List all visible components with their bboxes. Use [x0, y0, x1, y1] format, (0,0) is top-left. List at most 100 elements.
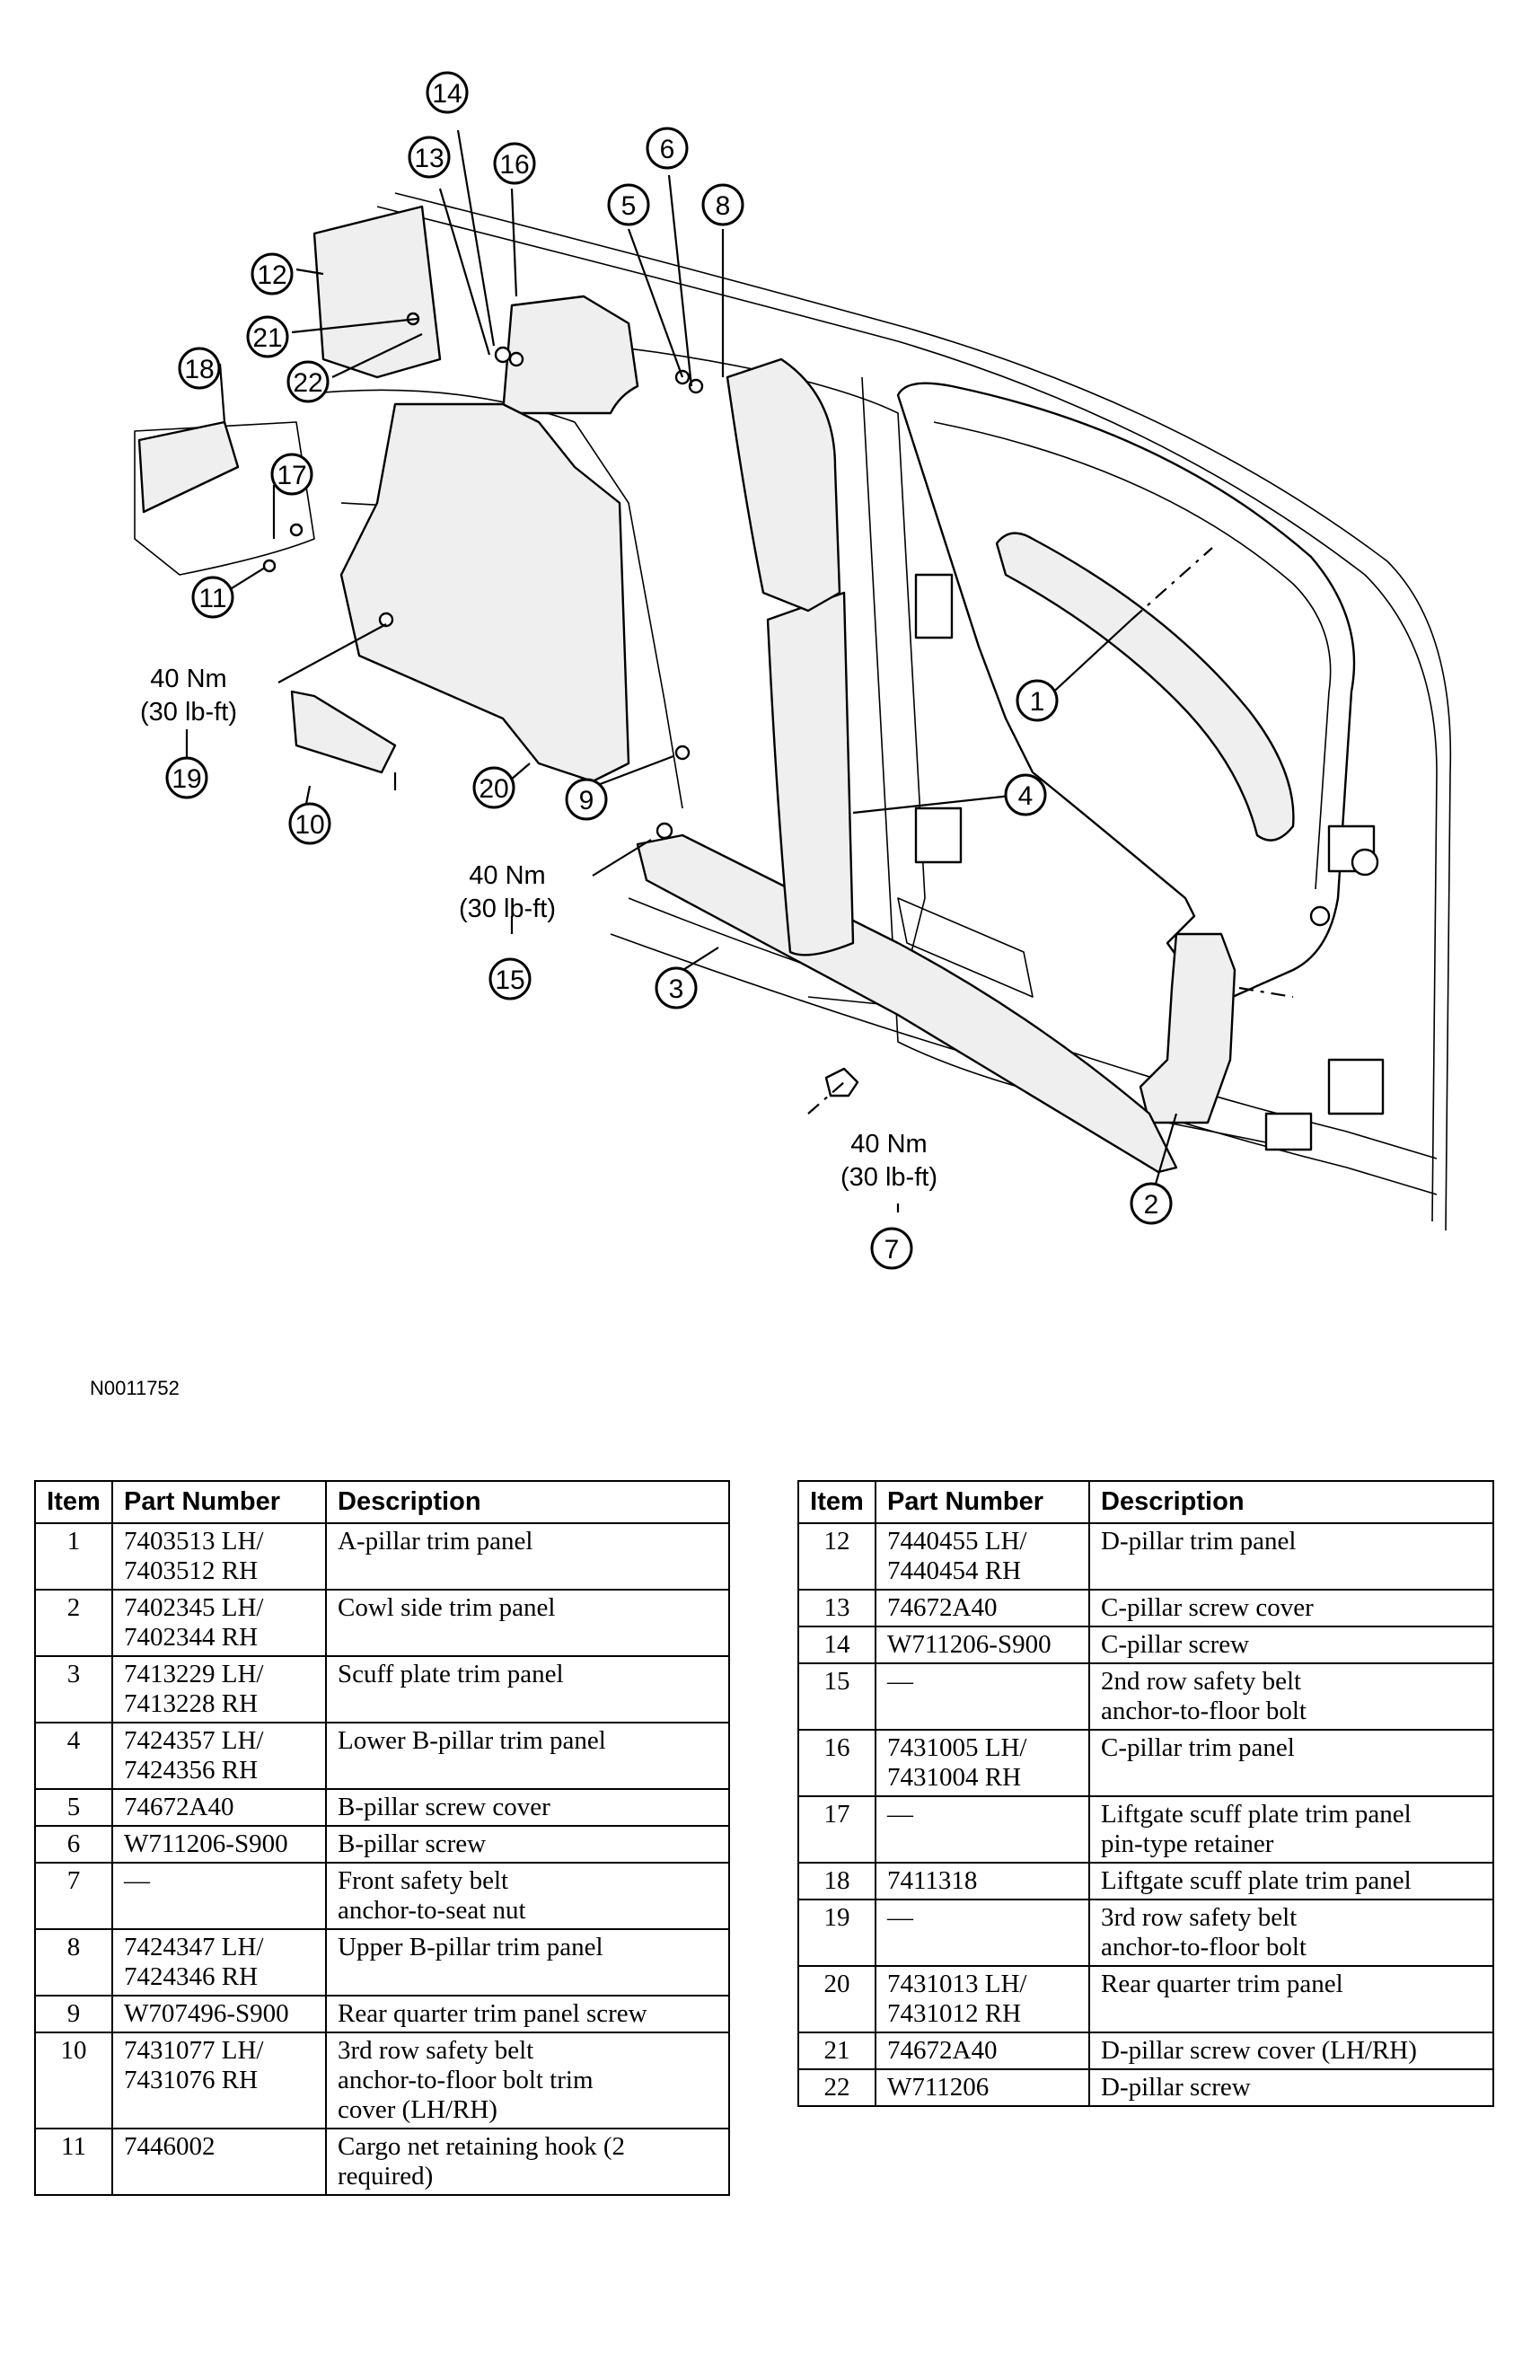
svg-text:40 Nm: 40 Nm [850, 1130, 927, 1159]
svg-text:18: 18 [184, 355, 214, 384]
callout-17: 17 [270, 453, 313, 496]
d-pillar-trim-panel [312, 205, 442, 379]
item-cell: 11 [34, 2128, 113, 2196]
svg-text:22: 22 [293, 368, 322, 398]
description-cell: C-pillar screw cover [1088, 1589, 1494, 1627]
torque-7: 40 Nm (30 lb-ft) [840, 1130, 937, 1192]
table-row: 17—Liftgate scuff plate trim panel pin-t… [797, 1795, 1494, 1864]
svg-text:7: 7 [884, 1235, 900, 1265]
torque-15: 40 Nm (30 lb-ft) [459, 861, 556, 923]
item-cell: 14 [797, 1626, 876, 1664]
description-cell: Liftgate scuff plate trim panel [1088, 1862, 1494, 1900]
item-cell: 12 [797, 1522, 876, 1591]
description-cell: Lower B-pillar trim panel [325, 1722, 730, 1790]
part-number-cell: W711206-S900 [111, 1825, 327, 1864]
part-number-cell: — [875, 1795, 1090, 1864]
belt-bolt-trim-cover [290, 690, 397, 774]
part-number-cell: 7446002 [111, 2128, 327, 2196]
callout-4: 4 [1004, 773, 1047, 816]
svg-text:15: 15 [495, 965, 524, 995]
description-cell: C-pillar trim panel [1088, 1729, 1494, 1797]
svg-text:9: 9 [579, 786, 594, 815]
svg-text:4: 4 [1018, 781, 1034, 811]
item-cell: 20 [797, 1965, 876, 2033]
svg-text:21: 21 [252, 323, 282, 353]
item-cell: 17 [797, 1795, 876, 1864]
description-cell: B-pillar screw cover [325, 1788, 730, 1827]
part-number-cell: 74672A40 [875, 1589, 1090, 1627]
lower-b-pillar-trim-panel [766, 591, 855, 956]
item-cell: 1 [34, 1522, 113, 1591]
part-number-cell: W711206 [875, 2068, 1090, 2107]
callout-19: 19 [165, 756, 208, 799]
fasteners [262, 312, 859, 1097]
header-description: Description [1088, 1480, 1494, 1524]
header-part-number: Part Number [875, 1480, 1090, 1524]
header-item: Item [797, 1480, 876, 1524]
description-cell: Rear quarter trim panel [1088, 1965, 1494, 2033]
svg-text:(30 lb-ft): (30 lb-ft) [459, 895, 556, 923]
callout-1: 1 [1016, 679, 1059, 722]
leader-lines [218, 129, 1294, 1212]
callout-6: 6 [646, 127, 689, 170]
part-number-cell: 7424347 LH/ 7424346 RH [111, 1928, 327, 1997]
description-cell: Front safety belt anchor-to-seat nut [325, 1862, 730, 1930]
callout-18: 18 [178, 347, 221, 390]
description-cell: D-pillar screw [1088, 2068, 1494, 2107]
item-cell: 9 [34, 1995, 113, 2033]
part-number-cell: — [875, 1899, 1090, 1967]
item-cell: 19 [797, 1899, 876, 1967]
liftgate-scuff-plate [137, 420, 240, 514]
callout-13: 13 [408, 136, 451, 179]
table-row: 19—3rd row safety belt anchor-to-floor b… [797, 1899, 1494, 1967]
svg-text:16: 16 [499, 150, 529, 180]
item-cell: 22 [797, 2068, 876, 2107]
item-cell: 10 [34, 2032, 113, 2129]
svg-text:19: 19 [172, 764, 201, 794]
callout-8: 8 [701, 183, 744, 226]
part-number-cell: 7431077 LH/ 7431076 RH [111, 2032, 327, 2129]
part-number-cell: 7440455 LH/ 7440454 RH [875, 1522, 1090, 1591]
svg-text:(30 lb-ft): (30 lb-ft) [140, 698, 237, 727]
part-number-cell: 7431013 LH/ 7431012 RH [875, 1965, 1090, 2033]
part-number-cell: 74672A40 [875, 2032, 1090, 2070]
part-number-cell: 7402345 LH/ 7402344 RH [111, 1589, 327, 1657]
svg-text:20: 20 [479, 774, 508, 804]
callout-14: 14 [426, 71, 469, 114]
description-cell: 2nd row safety belt anchor-to-floor bolt [1088, 1662, 1494, 1731]
svg-text:10: 10 [295, 810, 324, 840]
svg-text:2: 2 [1144, 1190, 1159, 1220]
description-cell: D-pillar screw cover (LH/RH) [1088, 2032, 1494, 2070]
rear-quarter-trim-panel [339, 402, 630, 783]
cowl-side-trim-panel [1139, 932, 1236, 1124]
callout-10: 10 [288, 802, 331, 845]
item-cell: 21 [797, 2032, 876, 2070]
svg-text:(30 lb-ft): (30 lb-ft) [840, 1163, 937, 1192]
part-number-cell: 7411318 [875, 1862, 1090, 1900]
svg-text:8: 8 [716, 191, 731, 221]
item-cell: 6 [34, 1825, 113, 1864]
description-cell: D-pillar trim panel [1088, 1522, 1494, 1591]
description-cell: Upper B-pillar trim panel [325, 1928, 730, 1997]
svg-text:40 Nm: 40 Nm [469, 861, 545, 890]
callout-7: 7 [870, 1227, 913, 1270]
callout-21: 21 [246, 315, 289, 358]
header-item: Item [34, 1480, 113, 1524]
description-cell: 3rd row safety belt anchor-to-floor bolt [1088, 1899, 1494, 1967]
table-row: 15—2nd row safety belt anchor-to-floor b… [797, 1662, 1494, 1731]
callout-20: 20 [472, 766, 515, 809]
callout-15: 15 [488, 957, 532, 1000]
callout-5: 5 [607, 183, 650, 226]
description-cell: Cargo net retaining hook (2 required) [325, 2128, 730, 2196]
description-cell: C-pillar screw [1088, 1626, 1494, 1664]
